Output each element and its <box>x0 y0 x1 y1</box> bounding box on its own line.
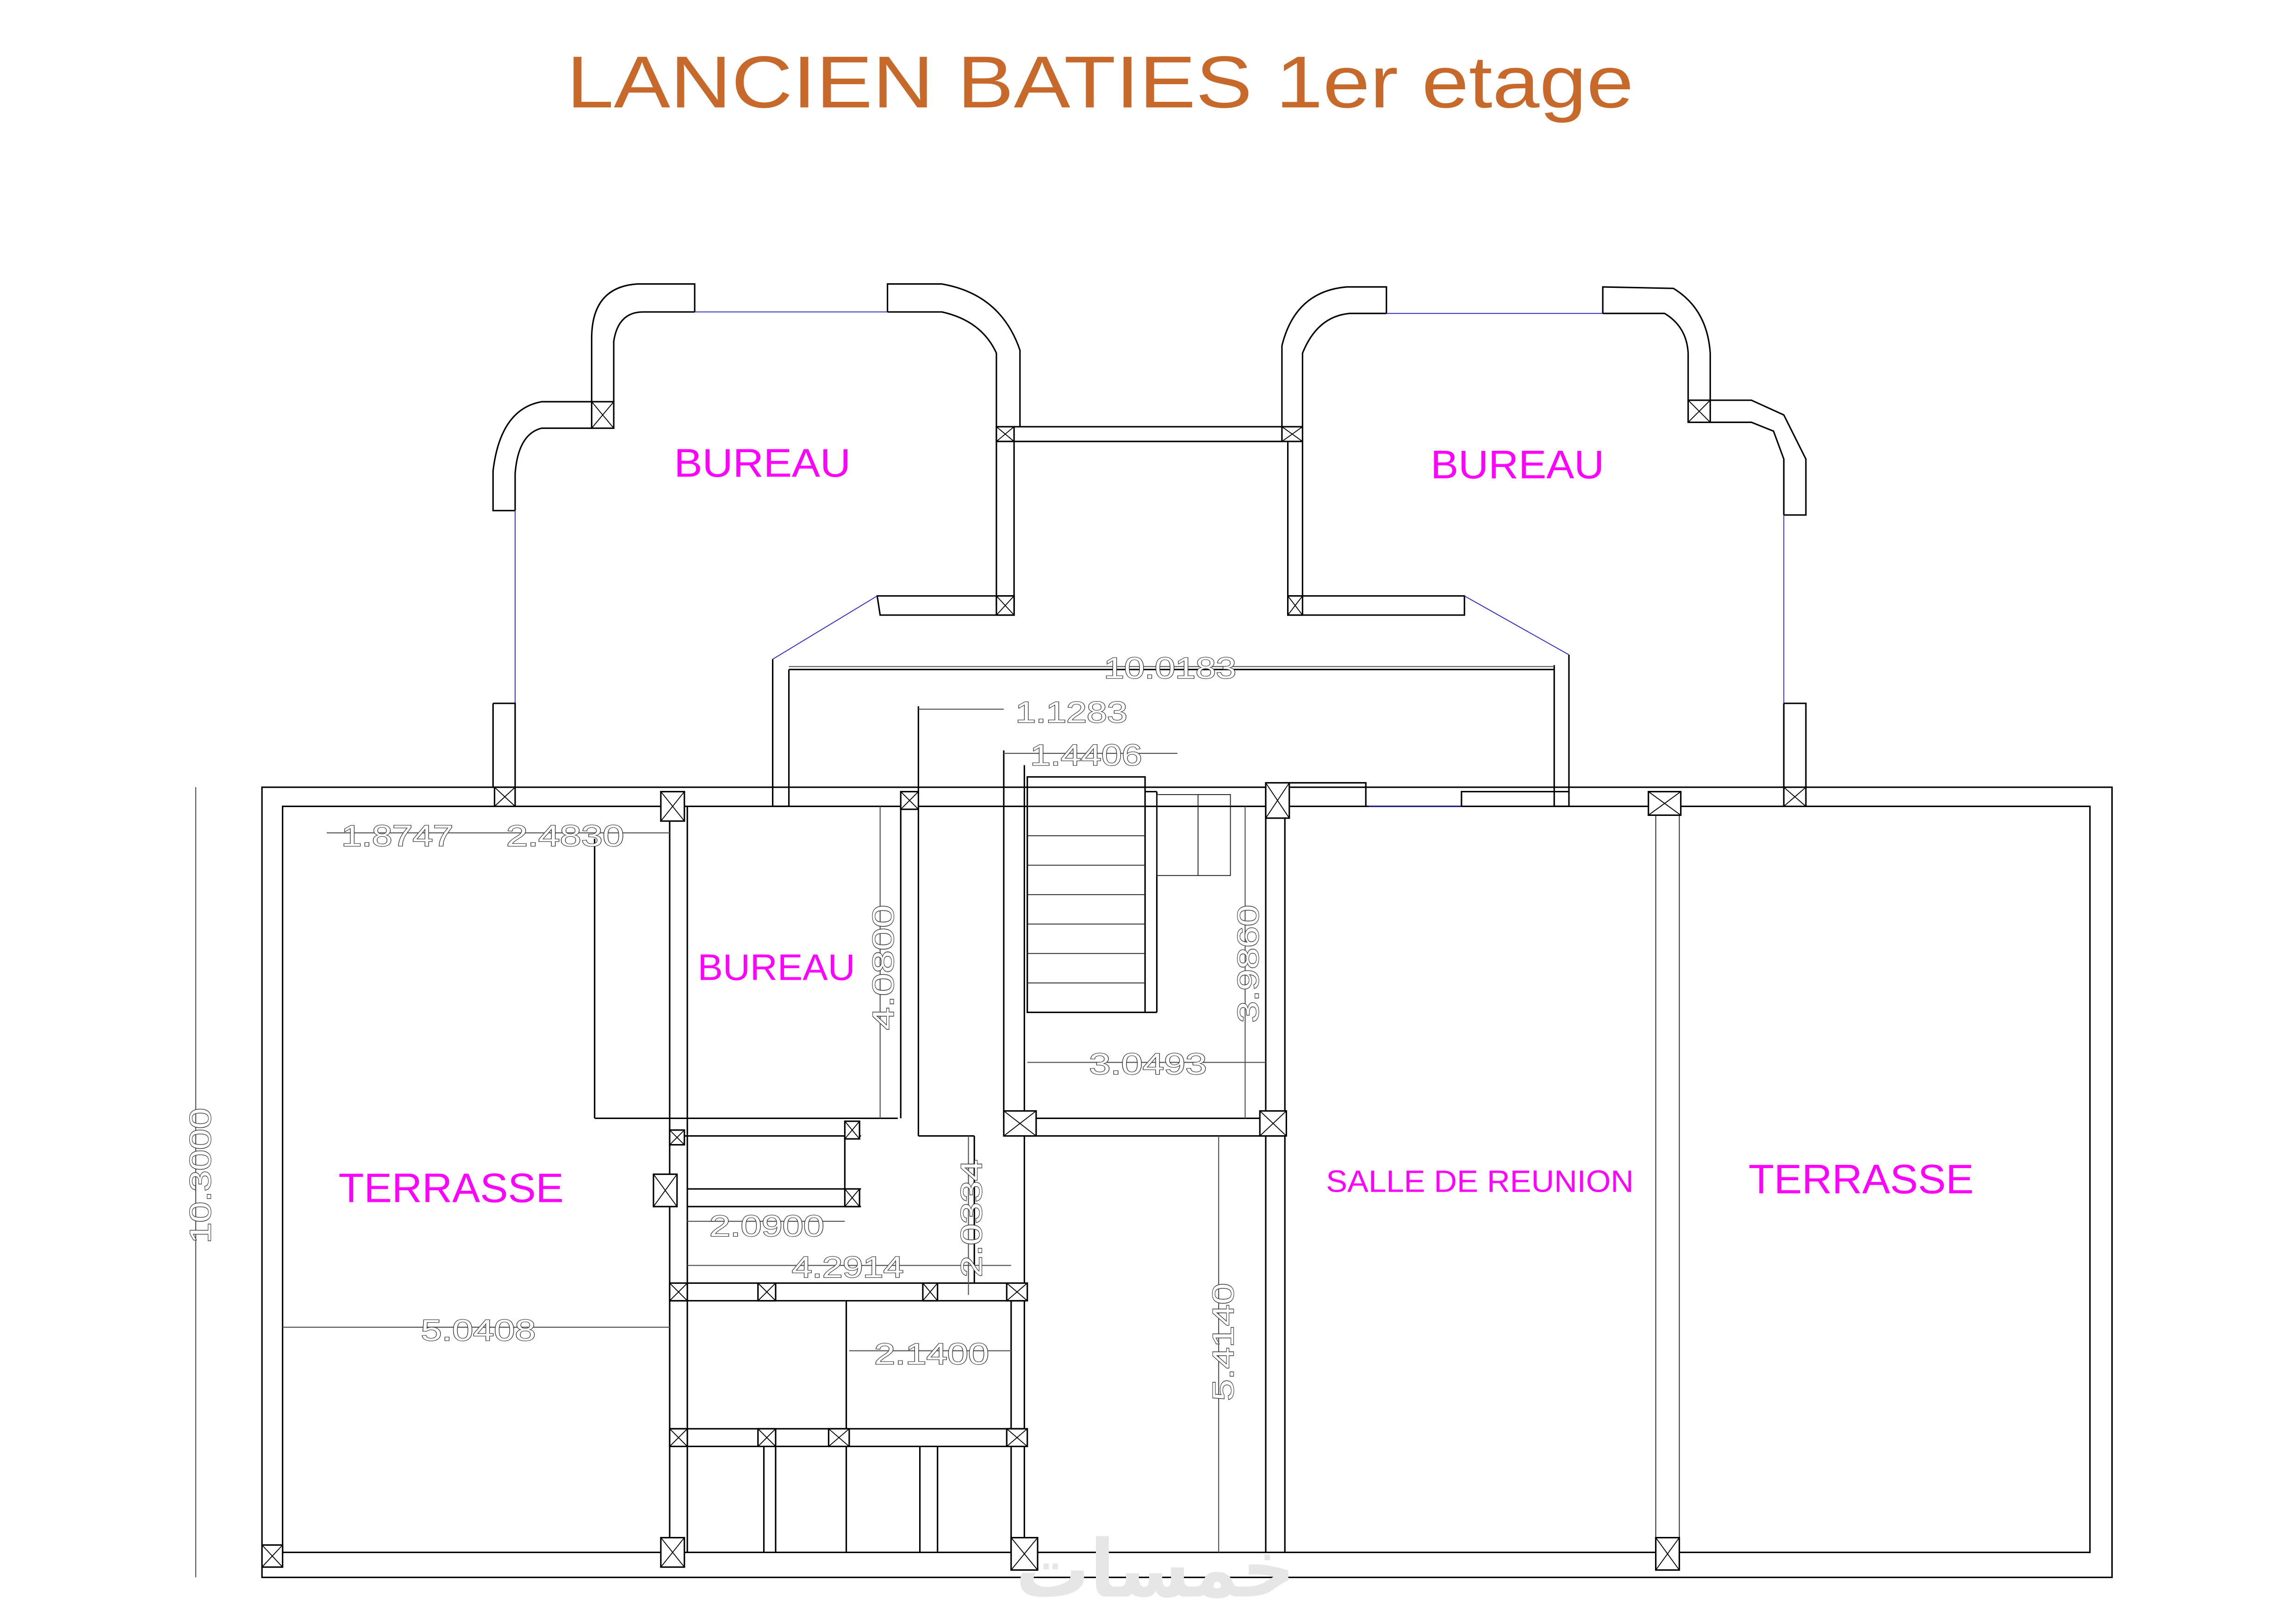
column <box>996 426 1015 442</box>
column <box>653 1173 678 1207</box>
column <box>1265 782 1290 819</box>
bureau-top-left-walls <box>492 283 1021 788</box>
dim-5-0408: 5.0408 <box>421 1314 536 1347</box>
dim-4-0800: 4.0800 <box>867 905 900 1030</box>
dim-2-4830: 2.4830 <box>506 820 624 852</box>
column <box>1281 426 1304 442</box>
column <box>261 1544 284 1568</box>
dim-3-0493: 3.0493 <box>1089 1048 1207 1081</box>
drawing-title: LANCIEN BATIES 1er etage <box>566 41 1634 123</box>
dimensions: 10.0183 1.1283 1.4406 1.8747 2.4830 4.08… <box>184 652 1555 1578</box>
column <box>1006 1282 1028 1302</box>
column <box>828 1428 850 1448</box>
room-label-bureau-top-right: BUREAU <box>1431 442 1604 487</box>
column <box>900 790 919 810</box>
column <box>1655 1536 1680 1571</box>
room-label-terrasse-right: TERRASSE <box>1748 1156 1974 1202</box>
columns <box>261 399 1807 1571</box>
room-label-bureau-center: BUREAU <box>697 947 855 988</box>
bureau-top-right-walls <box>1281 286 1807 788</box>
column <box>922 1282 939 1302</box>
column <box>669 1129 685 1146</box>
dim-1-8747: 1.8747 <box>342 820 454 852</box>
column <box>1003 1110 1037 1137</box>
main-block-walls <box>261 706 2113 1579</box>
dim-10-3000: 10.3000 <box>184 1108 217 1244</box>
dim-2-0334: 2.0334 <box>955 1159 988 1277</box>
column <box>1783 786 1807 807</box>
dim-10-0183: 10.0183 <box>1104 652 1236 685</box>
column <box>1687 399 1711 423</box>
column <box>669 1428 688 1448</box>
column <box>1287 595 1304 616</box>
room-label-bureau-top-left: BUREAU <box>674 441 851 485</box>
dim-1-1283: 1.1283 <box>1015 696 1127 729</box>
room-label-terrasse-left: TERRASSE <box>338 1165 564 1211</box>
column <box>591 401 615 429</box>
dim-5-4140: 5.4140 <box>1207 1283 1240 1401</box>
column <box>757 1428 777 1448</box>
column <box>844 1188 860 1207</box>
corridor-link <box>1014 426 1282 442</box>
column <box>1006 1428 1028 1448</box>
dim-2-0900: 2.0900 <box>709 1210 824 1243</box>
room-label-salle-de-reunion: SALLE DE REUNION <box>1326 1164 1634 1199</box>
dim-2-1400: 2.1400 <box>874 1337 989 1370</box>
column <box>660 790 685 822</box>
column <box>844 1120 860 1140</box>
column <box>1010 1536 1039 1571</box>
column <box>1648 790 1682 816</box>
column <box>996 595 1015 616</box>
column <box>757 1282 777 1302</box>
dim-4-2914: 4.2914 <box>792 1251 904 1284</box>
column <box>660 1536 685 1568</box>
column <box>1259 1110 1288 1137</box>
dim-3-9860: 3.9860 <box>1232 905 1265 1022</box>
watermark-logo: خمسات <box>1015 1524 1295 1616</box>
room-labels: BUREAU BUREAU BUREAU TERRASSE SALLE DE R… <box>338 441 1973 1211</box>
dim-1-4406: 1.4406 <box>1030 739 1142 771</box>
column <box>669 1282 688 1302</box>
column <box>493 786 516 807</box>
